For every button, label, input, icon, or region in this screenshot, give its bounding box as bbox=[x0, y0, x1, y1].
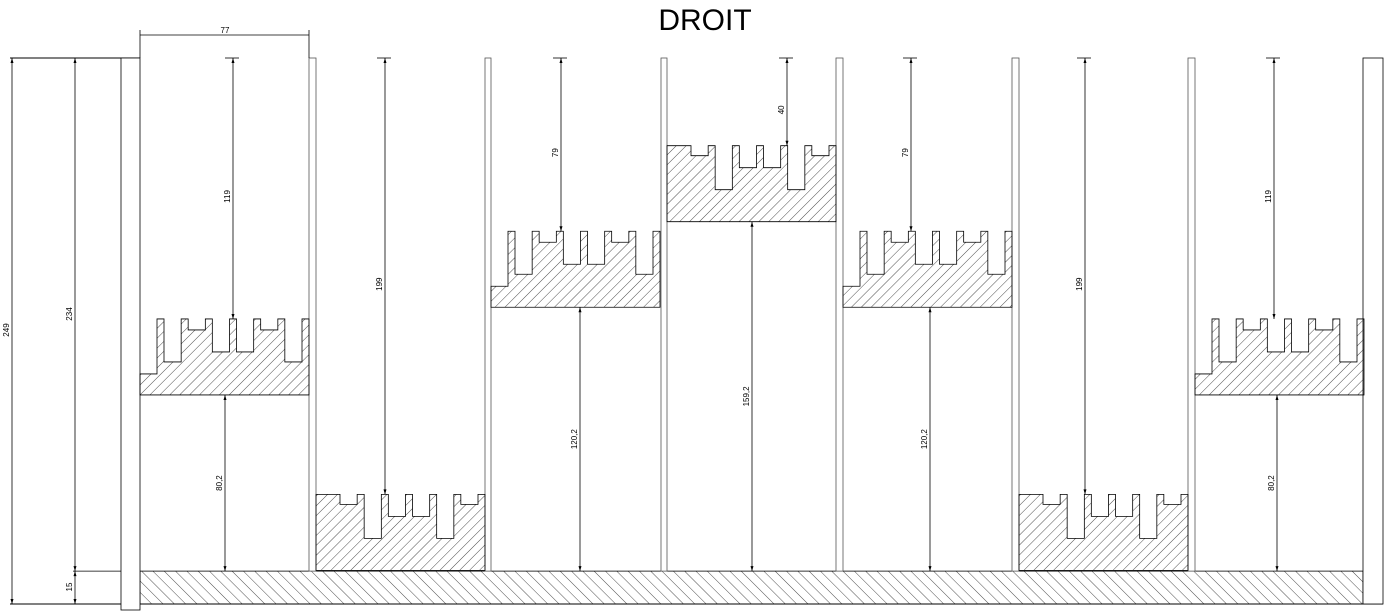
dim-label-elevation: 120,2 bbox=[570, 429, 579, 450]
arrowhead-icon bbox=[909, 226, 913, 232]
arrowhead-icon bbox=[578, 566, 582, 572]
arrowhead-icon bbox=[559, 226, 563, 232]
divider-post bbox=[308, 57, 317, 572]
base-plate bbox=[139, 570, 1364, 605]
arrowhead-icon bbox=[1083, 489, 1087, 495]
arrowhead-icon bbox=[73, 571, 77, 577]
arrowhead-icon bbox=[578, 307, 582, 313]
dim-label-elevation: 120,2 bbox=[920, 429, 929, 450]
divider-post bbox=[484, 57, 492, 572]
arrowhead-icon bbox=[928, 307, 932, 313]
dim-label-top-gap: 79 bbox=[551, 148, 560, 157]
arrowhead-icon bbox=[785, 58, 789, 63]
arrowhead-icon bbox=[1275, 394, 1279, 400]
arrowhead-icon bbox=[1272, 313, 1276, 319]
comb-block bbox=[315, 493, 486, 571]
arrowhead-icon bbox=[1083, 58, 1087, 63]
dim-label-overall: 249 bbox=[2, 323, 11, 337]
arrowhead-icon bbox=[10, 58, 14, 63]
dim-label-top-gap: 40 bbox=[777, 105, 786, 114]
arrowhead-icon bbox=[383, 489, 387, 495]
dim-label-width: 77 bbox=[221, 26, 230, 35]
arrowhead-icon bbox=[1275, 566, 1279, 572]
comb-block bbox=[490, 230, 661, 308]
dim-label-top-gap: 199 bbox=[375, 277, 384, 291]
dim-label-top-gap: 199 bbox=[1075, 277, 1084, 291]
comb-block bbox=[842, 230, 1013, 308]
arrowhead-icon bbox=[73, 58, 77, 63]
arrowhead-icon bbox=[785, 140, 789, 146]
arrowhead-icon bbox=[223, 394, 227, 400]
arrowhead-icon bbox=[909, 58, 913, 63]
arrowhead-icon bbox=[231, 313, 235, 319]
dim-label-elevation: 80,2 bbox=[215, 475, 224, 491]
dim-label-base: 15 bbox=[65, 582, 74, 591]
dim-label-top-gap: 119 bbox=[223, 190, 232, 203]
comb-block bbox=[139, 318, 310, 396]
arrowhead-icon bbox=[1272, 58, 1276, 63]
arrowhead-icon bbox=[10, 599, 14, 604]
divider-post bbox=[1187, 57, 1196, 572]
arrowhead-icon bbox=[750, 566, 754, 572]
drawing-title: DROIT bbox=[658, 4, 751, 37]
arrowhead-icon bbox=[223, 566, 227, 572]
arrowhead-icon bbox=[231, 58, 235, 63]
arrowhead-icon bbox=[928, 566, 932, 572]
arrowhead-icon bbox=[750, 221, 754, 227]
arrowhead-icon bbox=[383, 58, 387, 63]
dim-label-top-gap: 79 bbox=[901, 148, 910, 157]
arrowhead-icon bbox=[73, 566, 77, 572]
divider-post bbox=[835, 57, 844, 572]
divider-post bbox=[660, 57, 668, 572]
left-post bbox=[120, 57, 141, 611]
dim-label-top-gap: 119 bbox=[1264, 190, 1273, 203]
divider-post bbox=[1011, 57, 1020, 572]
right-post bbox=[1362, 57, 1384, 605]
arrowhead-icon bbox=[559, 58, 563, 63]
dim-label-elevation: 159,2 bbox=[742, 386, 751, 407]
comb-block bbox=[1194, 318, 1365, 396]
dim-label-inner: 234 bbox=[65, 307, 74, 321]
comb-block bbox=[1018, 493, 1189, 571]
arrowhead-icon bbox=[73, 599, 77, 604]
comb-block bbox=[666, 145, 837, 223]
dim-label-elevation: 80,2 bbox=[1267, 475, 1276, 491]
